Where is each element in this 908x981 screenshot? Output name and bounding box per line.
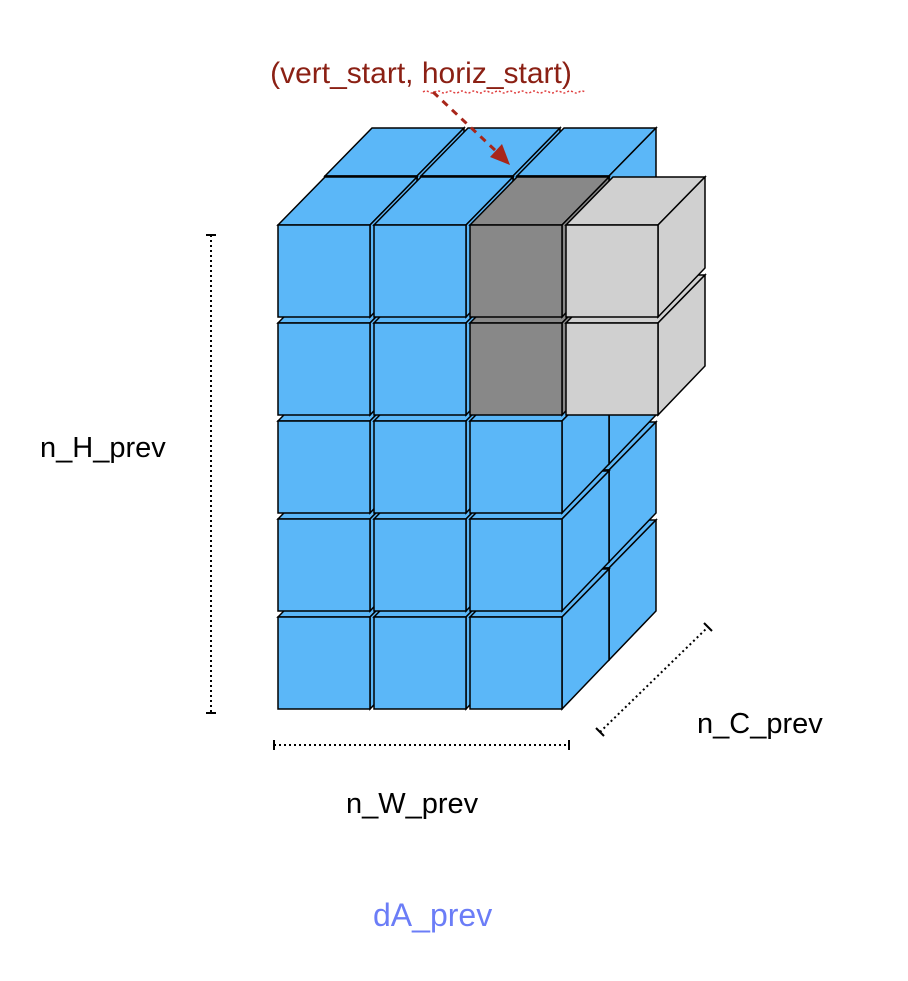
n-h-prev-label: n_H_prev: [40, 432, 166, 464]
cube-front-face: [373, 518, 467, 612]
cube-front-face: [469, 616, 563, 710]
spellcheck-underline: [422, 90, 586, 94]
cube: [564, 175, 707, 319]
cube-front-face: [373, 616, 467, 710]
cube-front-face: [277, 518, 371, 612]
width-dimension-line: [273, 740, 570, 750]
cube-front-face: [469, 224, 563, 318]
height-dimension-line: [206, 234, 216, 714]
pointer-arrow: [431, 90, 510, 165]
cube-front-face: [469, 322, 563, 416]
cube-front-face: [277, 420, 371, 514]
n-w-prev-label: n_W_prev: [346, 788, 479, 820]
cube-front-face: [277, 616, 371, 710]
cube-front-face: [469, 420, 563, 514]
cube-front-face: [373, 224, 467, 318]
vert-horiz-start-annotation: (vert_start, horiz_start): [270, 57, 572, 90]
cube-front-face: [373, 322, 467, 416]
cube-front-face: [373, 420, 467, 514]
cube-volume: [276, 126, 707, 711]
da-prev-title: dA_prev: [373, 897, 492, 933]
cube-front-face: [277, 224, 371, 318]
cube-front-face: [469, 518, 563, 612]
n-c-prev-label: n_C_prev: [697, 708, 823, 740]
cube-front-face: [277, 322, 371, 416]
cube-front-face: [565, 224, 659, 318]
channels-dimension-line: [595, 622, 713, 737]
cube-front-face: [565, 322, 659, 416]
